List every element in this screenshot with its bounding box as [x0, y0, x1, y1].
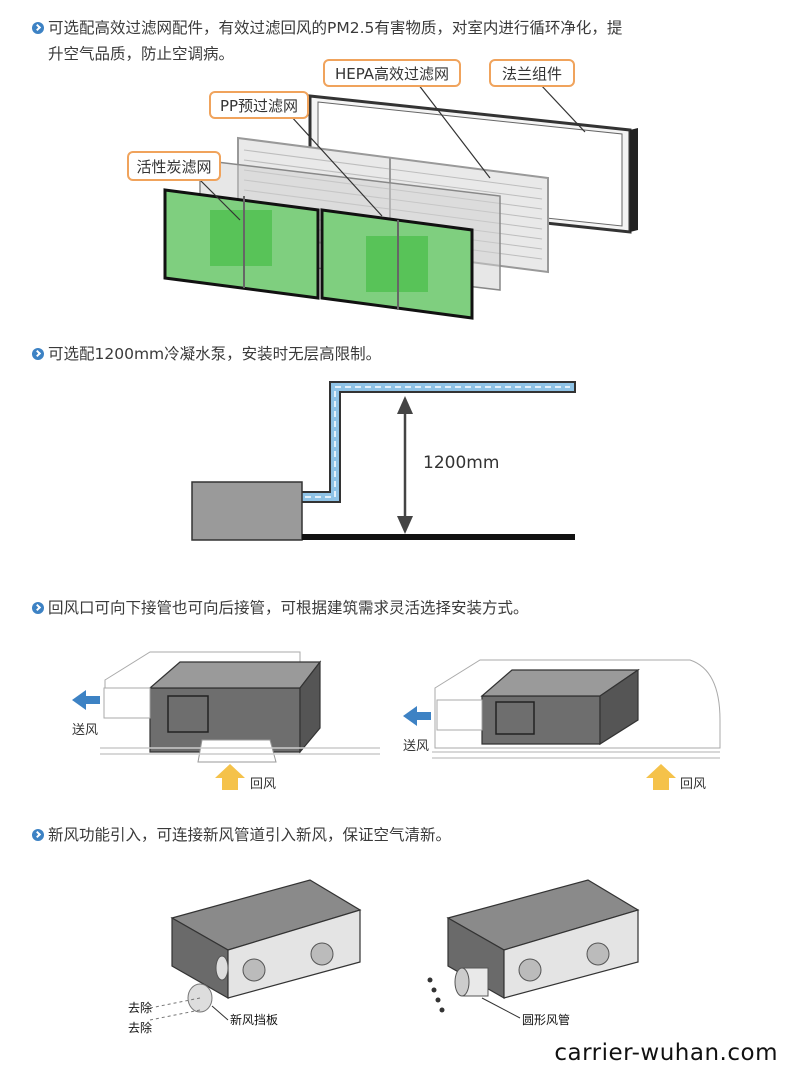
- feature-text-pump: 可选配1200mm冷凝水泵，安装时无层高限制。: [32, 341, 381, 367]
- remove-label-1: 去除: [128, 1000, 152, 1015]
- height-label: 1200mm: [423, 453, 499, 473]
- return-label-right: 回风: [680, 777, 706, 792]
- plate-label: 新风挡板: [230, 1012, 278, 1027]
- condensate-pump-diagram: 1200mm: [191, 381, 576, 541]
- right-install-option: 送风 回风: [403, 659, 721, 792]
- feature-text-fresh-air: 新风功能引入，可连接新风管道引入新风，保证空气清新。: [32, 822, 451, 848]
- remove-label-2: 去除: [128, 1020, 152, 1035]
- unit-with-plate: 去除 去除 新风挡板: [128, 879, 362, 1035]
- duct-label: 圆形风管: [522, 1012, 570, 1027]
- bullet-icon: [32, 829, 44, 841]
- fresh-air-diagram: 去除 去除 新风挡板 圆形风管: [128, 879, 640, 1035]
- feature-text-return-air: 回风口可向下接管也可向后接管，可根据建筑需求灵活选择安装方式。: [32, 595, 529, 621]
- supply-label-left: 送风: [72, 723, 98, 738]
- callout-carbon: 活性炭滤网: [136, 158, 211, 176]
- text-line: 可选配高效过滤网配件，有效过滤回风的PM2.5有害物质，对室内进行循环净化，提: [48, 19, 623, 37]
- return-arrow-icon: [646, 764, 676, 790]
- bullet-icon: [32, 22, 44, 34]
- text-line: 新风功能引入，可连接新风管道引入新风，保证空气清新。: [48, 826, 452, 844]
- callout-pp: PP预过滤网: [220, 97, 298, 115]
- supply-arrow-icon: [403, 706, 431, 726]
- text-line: 回风口可向下接管也可向后接管，可根据建筑需求灵活选择安装方式。: [48, 599, 529, 617]
- filter-assembly-diagram: HEPA高效过滤网 法兰组件 PP预过滤网 活性炭滤网: [127, 59, 638, 320]
- watermark: carrier-wuhan.com: [554, 1040, 778, 1066]
- feature-text-filter: 可选配高效过滤网配件，有效过滤回风的PM2.5有害物质，对室内进行循环净化，提 …: [32, 15, 622, 67]
- supply-label-right: 送风: [403, 739, 429, 754]
- bullet-icon: [32, 348, 44, 360]
- left-install-option: 送风 回风: [72, 651, 380, 792]
- unit-with-duct: 圆形风管: [427, 879, 640, 1027]
- text-line: 升空气品质，防止空调病。: [48, 45, 235, 63]
- bullet-icon: [32, 602, 44, 614]
- supply-arrow-icon: [72, 690, 100, 710]
- return-arrow-icon: [215, 764, 245, 790]
- return-label-left: 回风: [250, 777, 276, 792]
- return-air-options-diagram: 送风 回风 送风 回风: [72, 651, 721, 792]
- callout-flange: 法兰组件: [502, 65, 562, 83]
- callout-hepa: HEPA高效过滤网: [335, 65, 449, 83]
- text-line: 可选配1200mm冷凝水泵，安装时无层高限制。: [48, 345, 382, 363]
